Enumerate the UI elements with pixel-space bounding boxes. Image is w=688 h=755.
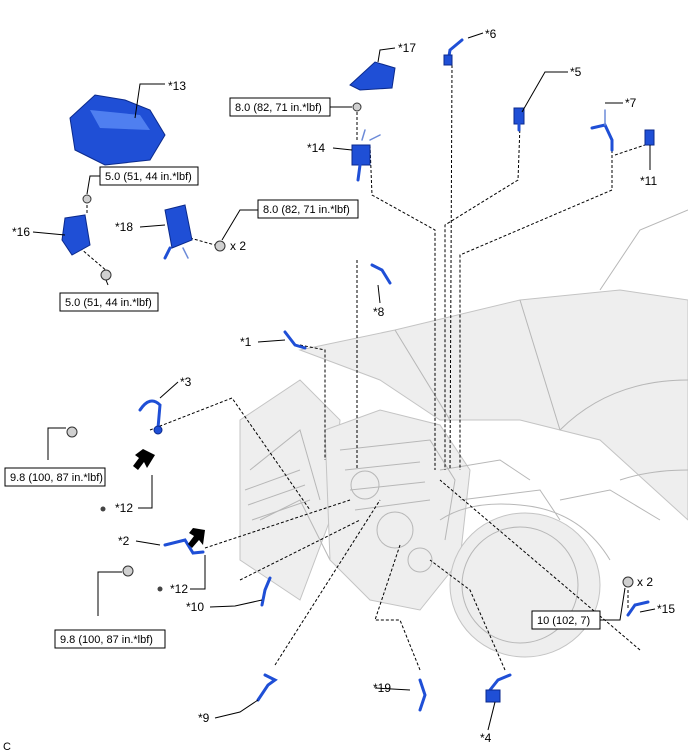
svg-text:5.0 (51, 44 in.*lbf): 5.0 (51, 44 in.*lbf)	[105, 171, 192, 183]
svg-text:10 (102, 7): 10 (102, 7)	[537, 615, 590, 627]
figure-corner-label: C	[3, 741, 11, 753]
part-10-harness	[260, 576, 272, 607]
callout-1: *1	[240, 335, 252, 349]
callout-15: *15	[657, 602, 675, 616]
part-6-connector	[443, 38, 464, 66]
svg-text:9.8 (100, 87 in.*lbf): 9.8 (100, 87 in.*lbf)	[10, 472, 103, 484]
callout-13: *13	[168, 79, 186, 93]
vehicle-engine-illustration	[239, 209, 688, 658]
torque-box-9-8-lower: 9.8 (100, 87 in.*lbf)	[54, 629, 166, 649]
part-11-connector	[644, 129, 655, 146]
part-7-harness	[590, 109, 614, 152]
bolt-icon	[82, 194, 92, 204]
bolt-icon	[622, 576, 634, 588]
direction-arrow-icon	[188, 528, 205, 548]
part-3-harness	[138, 399, 163, 435]
callout-3: *3	[180, 375, 192, 389]
part-16-bracket	[61, 214, 91, 256]
bolt-icon	[352, 102, 362, 112]
callout-9: *9	[198, 711, 210, 725]
torque-box-9-8-upper: 9.8 (100, 87 in.*lbf)	[4, 467, 106, 487]
callout-14: *14	[307, 141, 325, 155]
callout-leaders	[32, 32, 656, 731]
callout-4: *4	[480, 731, 492, 745]
torque-box-5-0-bottom: 5.0 (51, 44 in.*lbf)	[59, 292, 159, 312]
dot-icon	[157, 586, 163, 592]
bolt-icon	[100, 269, 112, 281]
dot-icon	[100, 506, 106, 512]
svg-text:5.0 (51, 44 in.*lbf): 5.0 (51, 44 in.*lbf)	[65, 297, 152, 309]
part-4-harness	[485, 673, 512, 703]
direction-arrow-icon	[133, 449, 155, 470]
bolt-icon	[214, 240, 226, 252]
callout-19: *19	[373, 681, 391, 695]
callout-7: *7	[625, 96, 637, 110]
callout-12a: *12	[115, 501, 133, 515]
torque-box-5-0-top: 5.0 (51, 44 in.*lbf)	[99, 166, 199, 186]
part-17-cover	[349, 61, 396, 91]
bolt-icon	[122, 565, 134, 577]
part-15-harness	[626, 600, 650, 617]
callout-16: *16	[12, 225, 30, 239]
part-5-sensor	[513, 107, 525, 132]
quantity-label-18: x 2	[230, 239, 246, 253]
callout-17: *17	[398, 41, 416, 55]
callout-12b: *12	[170, 582, 188, 596]
callout-11: *11	[640, 174, 657, 188]
part-18-bracket	[163, 204, 193, 260]
callout-8: *8	[373, 305, 385, 319]
part-19-harness	[418, 678, 427, 712]
svg-text:9.8 (100, 87 in.*lbf): 9.8 (100, 87 in.*lbf)	[60, 634, 153, 646]
callout-5: *5	[570, 65, 582, 79]
svg-text:8.0 (82, 71 in.*lbf): 8.0 (82, 71 in.*lbf)	[235, 102, 322, 114]
installation-leader-lines	[79, 64, 646, 671]
torque-box-10: 10 (102, 7)	[531, 610, 601, 630]
bolt-icon	[66, 426, 78, 438]
callout-2: *2	[118, 534, 130, 548]
part-9-harness	[256, 673, 278, 702]
callout-18: *18	[115, 220, 133, 234]
svg-text:8.0 (82, 71 in.*lbf): 8.0 (82, 71 in.*lbf)	[263, 204, 350, 216]
torque-box-8-0-mid: 8.0 (82, 71 in.*lbf)	[257, 199, 359, 219]
part-2-harness	[163, 538, 205, 555]
part-1-hose	[283, 330, 307, 350]
part-13-engine-cover	[69, 94, 166, 166]
part-14-bracket	[351, 129, 381, 182]
callout-6: *6	[485, 27, 497, 41]
quantity-label-15: x 2	[637, 575, 653, 589]
callout-10: *10	[186, 600, 204, 614]
torque-box-8-0-top: 8.0 (82, 71 in.*lbf)	[229, 97, 331, 117]
part-8-harness	[370, 263, 392, 285]
